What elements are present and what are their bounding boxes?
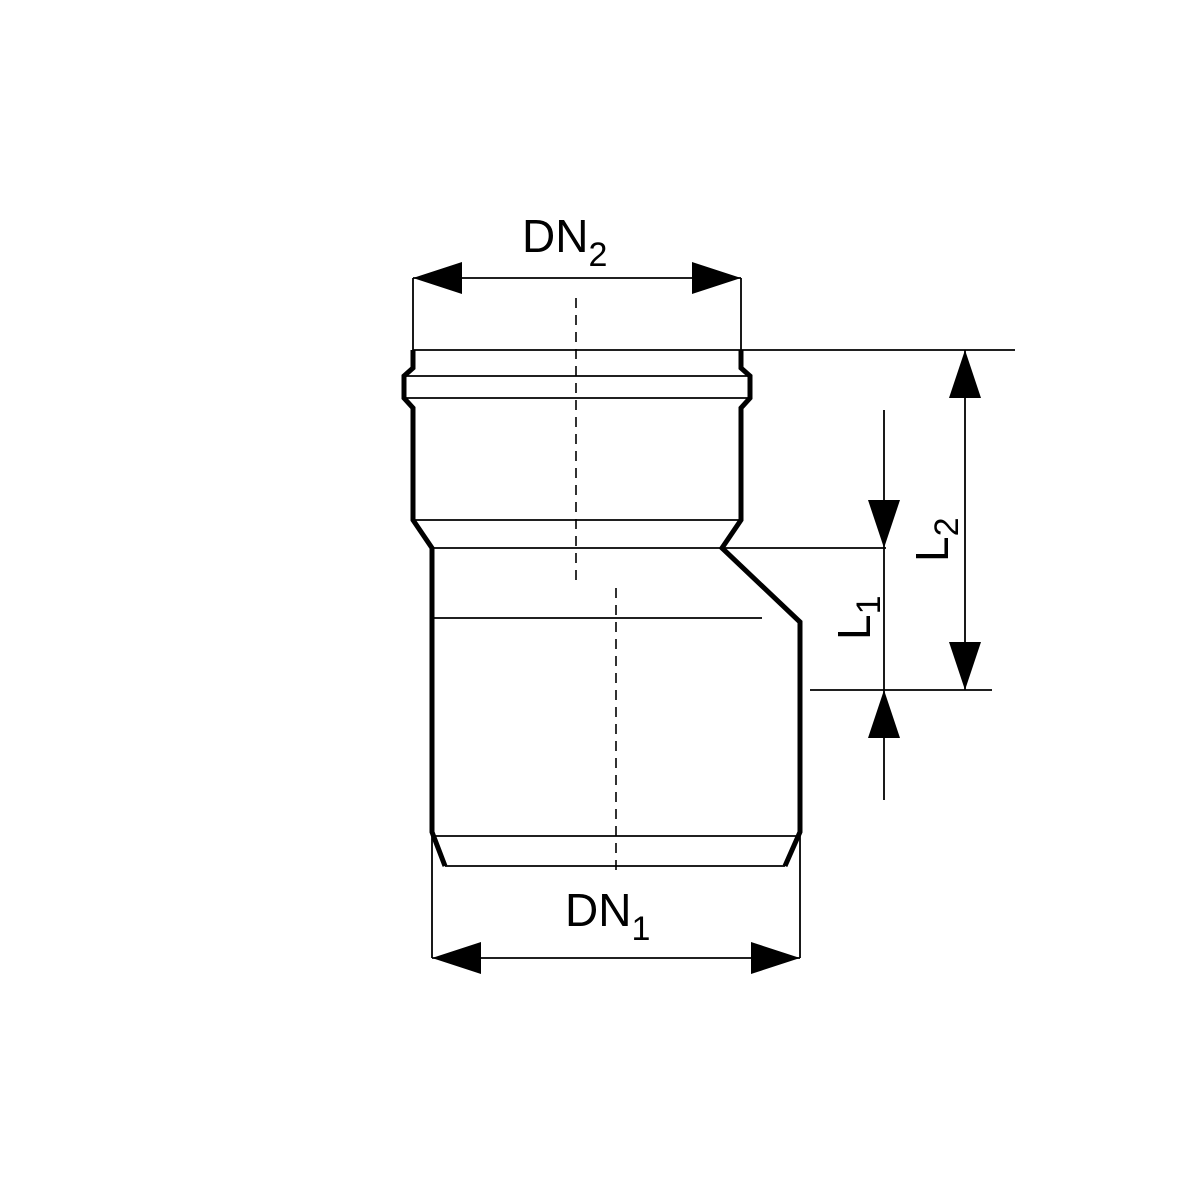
l2-label-main: L: [906, 536, 958, 562]
l2-arrow-bottom: [949, 642, 981, 690]
center-lines: [575, 298, 617, 870]
fitting-outline: [401, 350, 803, 868]
dn1-label-main: DN: [565, 884, 631, 936]
dn2-label-sub: 2: [588, 236, 607, 274]
dn2-arrow-right: [692, 262, 741, 294]
dn1-dimension: [431, 836, 801, 974]
dn1-arrow-right: [751, 942, 800, 974]
dn2-dimension: [412, 262, 742, 350]
l1-label-main: L: [828, 614, 880, 640]
l2-dimension: [949, 350, 981, 690]
dn1-label: DN1: [565, 884, 650, 948]
l1-dimension: [868, 410, 900, 800]
fitting-left-wall: [401, 350, 448, 867]
l2-label: L2: [906, 517, 966, 562]
l1-label: L1: [828, 595, 888, 640]
dn1-arrow-left: [432, 942, 481, 974]
internal-lines: [404, 349, 1015, 867]
l2-label-sub: 2: [928, 517, 966, 536]
fitting-right-wall: [718, 350, 803, 868]
dn1-label-sub: 1: [631, 910, 650, 948]
dn2-arrow-left: [413, 262, 462, 294]
l1-arrow-bottom: [868, 690, 900, 738]
l1-label-sub: 1: [850, 595, 888, 614]
l2-arrow-top: [949, 350, 981, 398]
dn2-label-main: DN: [522, 210, 588, 262]
l1-arrow-top: [868, 500, 900, 548]
dn2-label: DN2: [522, 210, 607, 274]
